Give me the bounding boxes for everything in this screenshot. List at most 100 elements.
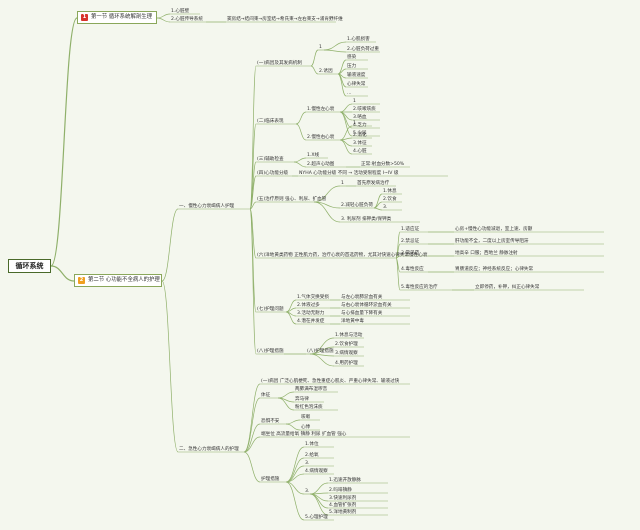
- connector-line: [156, 17, 171, 23]
- list-item[interactable]: 2.心脏传导系统: [171, 17, 203, 22]
- connector-line: [243, 383, 261, 453]
- leaf[interactable]: 与左心衰肺淤血有关: [341, 295, 383, 300]
- topic-node[interactable]: 体征: [261, 393, 271, 398]
- leaf[interactable]: 输液速度: [347, 73, 366, 78]
- leaf[interactable]: 2.体液过多: [297, 303, 320, 308]
- topic-node[interactable]: 护理措施: [261, 477, 280, 482]
- leaf[interactable]: 5.洋地黄制剂: [329, 510, 357, 515]
- leaf[interactable]: 2.消化: [353, 133, 367, 138]
- leaf[interactable]: 2.饮食: [383, 197, 397, 202]
- leaf[interactable]: 3.病情观察: [335, 351, 358, 356]
- leaf[interactable]: 首先原发病治疗: [357, 181, 390, 186]
- leaf[interactable]: 5.心理护理: [305, 515, 328, 520]
- leaf[interactable]: 洋地黄中毒: [341, 319, 364, 324]
- topic-node[interactable]: (七)护理问题: [257, 307, 284, 312]
- leaf[interactable]: 1.慢性左心衰: [307, 107, 335, 112]
- leaf[interactable]: 与心排血量下降有关: [341, 311, 383, 316]
- section-node-1[interactable]: 1 第一节 循环系统解剖生理: [77, 11, 157, 24]
- leaf[interactable]: 2.减轻心脏负荷: [341, 203, 373, 208]
- leaf[interactable]: 2.饮食护理: [335, 342, 358, 347]
- leaf[interactable]: 肝功能不全，二度以上房室传导阻滞: [455, 239, 529, 244]
- leaf[interactable]: 4.潜在并发症: [297, 319, 325, 324]
- topic-node[interactable]: (一)病因及其发病机制: [257, 61, 302, 66]
- list-item[interactable]: 1.心脏壁: [171, 9, 190, 14]
- leaf[interactable]: 1.X线: [307, 153, 320, 158]
- leaf[interactable]: 1.体位: [305, 442, 319, 447]
- leaf[interactable]: 心悸: [301, 425, 311, 430]
- leaf[interactable]: 与右心衰体循环淤血有关: [341, 303, 392, 308]
- leaf[interactable]: NYHA 心功能分级 不同 → 活动受限程度 I~IV 级: [299, 171, 399, 176]
- root-node[interactable]: 循环系统: [8, 259, 51, 273]
- leaf[interactable]: 心房+慢性心功能减退，室上速、房颤: [455, 227, 533, 232]
- leaf[interactable]: 2.诱因: [319, 69, 333, 74]
- leaf[interactable]: 1: [341, 181, 344, 186]
- leaf[interactable]: 4.血管扩张剂: [329, 503, 357, 508]
- leaf[interactable]: 1.休息与活动: [335, 333, 363, 338]
- leaf[interactable]: 1.迅速开放静脉: [329, 478, 361, 483]
- leaf[interactable]: 2.慢性右心衰: [307, 135, 335, 140]
- leaf[interactable]: 2.吗啡镇静: [329, 488, 352, 493]
- leaf[interactable]: 5.毒性反应的治疗: [401, 285, 438, 290]
- leaf[interactable]: 1.休息: [383, 189, 397, 194]
- leaf[interactable]: 地高辛 口服；西地兰 静脉注射: [455, 251, 518, 256]
- leaf[interactable]: 1: [353, 121, 356, 126]
- leaf[interactable]: 胃肠道反应；神经系统反应；心律失常: [455, 267, 534, 272]
- leaf[interactable]: 2.超声心动图: [307, 162, 335, 167]
- leaf[interactable]: 2.禁忌证: [401, 239, 420, 244]
- leaf[interactable]: 粉红色泡沫痰: [295, 405, 323, 410]
- leaf[interactable]: 1: [319, 45, 322, 50]
- leaf[interactable]: 1.气体交换受损: [297, 295, 329, 300]
- leaf[interactable]: 1.适应证: [401, 227, 420, 232]
- hidden-leaf[interactable]: 3.: [305, 489, 310, 494]
- leaf[interactable]: 4.心脏: [353, 149, 367, 154]
- topic-node[interactable]: (六)洋地黄类药物 正性肌力药，治疗心衰的首选药物，尤其对快速心律失常慢性心衰: [257, 253, 428, 258]
- leaf[interactable]: 2.咳嗽咳痰: [353, 107, 376, 112]
- leaf[interactable]: 4.用药护理: [335, 361, 358, 366]
- leaf[interactable]: 3. 利尿剂 排钾类/保钾类: [341, 217, 392, 222]
- topic-node[interactable]: (五)治疗原则 强心、利尿、扩血管: [257, 197, 327, 202]
- leaf[interactable]: 压力: [347, 64, 357, 69]
- leaf[interactable]: 1: [353, 99, 356, 104]
- leaf[interactable]: 3.: [305, 461, 310, 466]
- connector-line: [285, 419, 301, 425]
- branch-node[interactable]: 一、慢性心力衰竭病人护理: [179, 204, 235, 209]
- topic-node[interactable]: 恐惧不安: [261, 419, 280, 424]
- leaf[interactable]: 正常:射血分数>50%: [361, 162, 405, 167]
- topic-node[interactable]: (八)护理措施: [257, 349, 284, 354]
- leaf[interactable]: 3.咯血: [353, 115, 367, 120]
- leaf[interactable]: 心律失常: [347, 82, 366, 87]
- leaf[interactable]: 3.活动无耐力: [297, 311, 325, 316]
- leaf[interactable]: 1.心肌损害: [347, 37, 370, 42]
- leaf[interactable]: 感染: [347, 55, 357, 60]
- connector-line: [161, 280, 179, 453]
- leaf[interactable]: 立即停药，补钾，纠正心律失常: [475, 285, 540, 290]
- leaf[interactable]: 咳嗽: [301, 415, 311, 420]
- topic-node[interactable]: 端坐位 高流量给氧 镇静 利尿 扩血管 强心: [261, 432, 347, 437]
- leaf[interactable]: 3.体征: [353, 141, 367, 146]
- leaf[interactable]: 5.少尿: [353, 131, 367, 136]
- topic-node[interactable]: (一)病因 广泛心肌梗死、急性重症心肌炎、严重心律失常、输液过快: [261, 379, 400, 384]
- leaf[interactable]: 4.毒性反应: [401, 267, 424, 272]
- connector-line: [293, 157, 307, 163]
- hidden-leaf[interactable]: (八)护理措施: [307, 349, 334, 354]
- topic-node[interactable]: (四)心功能分级: [257, 171, 289, 176]
- leaf[interactable]: ...: [347, 91, 352, 96]
- topic-node[interactable]: (二)临床表现: [257, 119, 284, 124]
- connector-line: [309, 493, 329, 516]
- leaf[interactable]: 3.常见药: [401, 251, 420, 256]
- topic-node[interactable]: (三)辅助检查: [257, 157, 284, 162]
- leaf[interactable]: 3.: [383, 205, 388, 210]
- leaf[interactable]: 4.乏力: [353, 123, 367, 128]
- leaf[interactable]: 两肺满布湿啰音: [295, 387, 328, 392]
- section-node-2[interactable]: 2 第二节 心功能不全病人的护理: [74, 274, 162, 287]
- list-item[interactable]: 窦房结→结间束→房室结→希氏束→左右束支→浦肯野纤维: [227, 17, 343, 22]
- leaf[interactable]: 4.病情观察: [305, 469, 328, 474]
- branch-node[interactable]: 二、急性心力衰竭病人的护理: [179, 447, 239, 452]
- connector-line: [285, 473, 305, 483]
- leaf[interactable]: 2.心脏负荷过重: [347, 47, 379, 52]
- leaf[interactable]: 奔马律: [295, 397, 309, 402]
- leaf[interactable]: 2.给氧: [305, 453, 319, 458]
- connector-line: [249, 208, 257, 313]
- leaf[interactable]: 3.快速利尿剂: [329, 496, 357, 501]
